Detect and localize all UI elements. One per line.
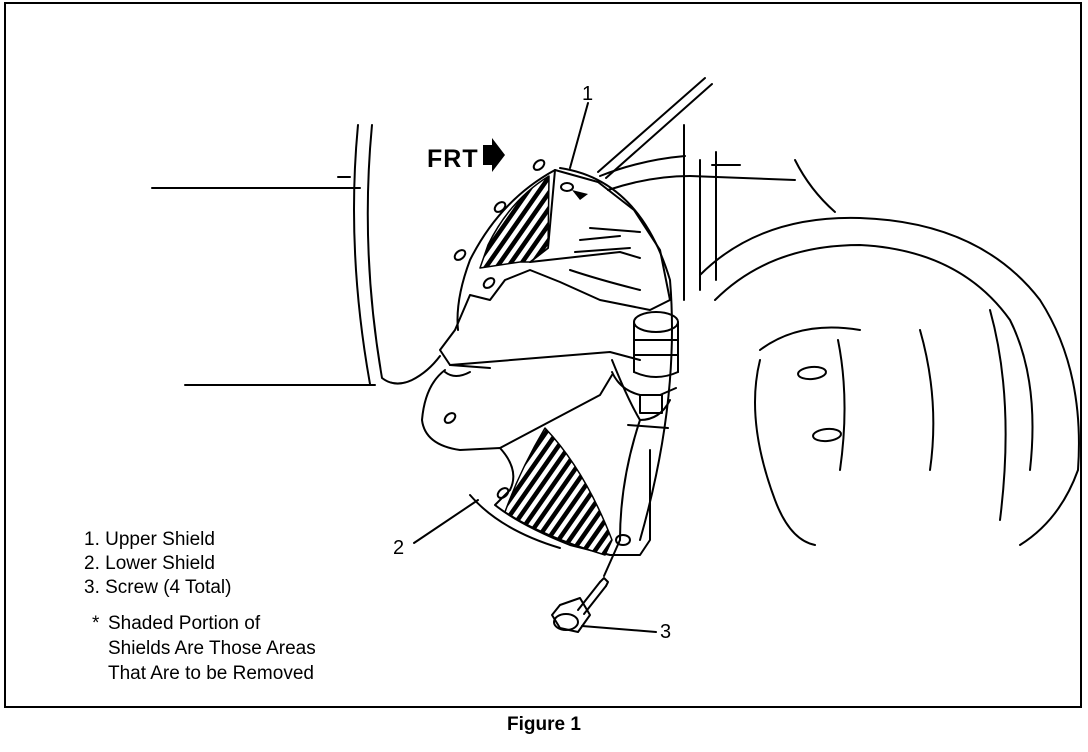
note-line: That Are to be Removed bbox=[108, 663, 314, 684]
mounting-holes bbox=[443, 159, 631, 546]
strut-mount bbox=[611, 311, 679, 429]
note-marker: * bbox=[92, 613, 100, 634]
note-line: Shaded Portion of bbox=[108, 613, 261, 634]
callout-3: 3 bbox=[660, 621, 672, 643]
figure-caption: Figure 1 bbox=[507, 714, 581, 735]
shaded-note: * Shaded Portion of Shields Are Those Ar… bbox=[92, 611, 316, 686]
screw bbox=[551, 539, 621, 633]
callout-1: 1 bbox=[582, 83, 594, 105]
legend-item-lower-shield: 2. Lower Shield bbox=[84, 553, 215, 574]
lower-shaded-area bbox=[504, 427, 613, 556]
callout-1-leader bbox=[569, 102, 589, 169]
legend: 1. Upper Shield 2. Lower Shield 3. Screw… bbox=[84, 528, 231, 600]
strut-lines bbox=[597, 77, 836, 301]
upper-shield bbox=[439, 169, 671, 369]
upper-shaded-area bbox=[479, 175, 550, 269]
fender-outline bbox=[151, 124, 441, 386]
legend-item-screw: 3. Screw (4 Total) bbox=[84, 577, 232, 598]
wheel-disc bbox=[699, 216, 1080, 546]
frt-arrow-icon bbox=[483, 138, 505, 172]
callout-3-leader bbox=[581, 625, 657, 633]
legend-item-upper-shield: 1. Upper Shield bbox=[84, 529, 215, 550]
frt-label: FRT bbox=[427, 145, 479, 173]
bolt-arrow-icon bbox=[572, 190, 588, 200]
callout-2: 2 bbox=[393, 537, 405, 559]
callout-2-leader bbox=[413, 499, 479, 544]
note-line: Shields Are Those Areas bbox=[108, 638, 316, 659]
figure-frame bbox=[4, 2, 1082, 708]
